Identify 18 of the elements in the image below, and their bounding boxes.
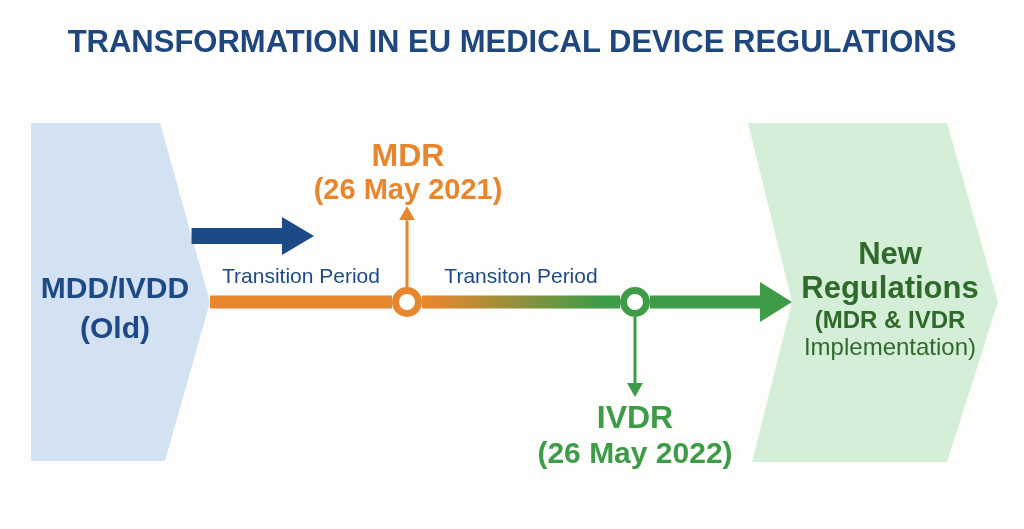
- milestone-title: IVDR: [596, 399, 674, 436]
- milestone-date: (26 May 2022): [537, 435, 733, 471]
- milestone-circle: [620, 287, 650, 317]
- connector-line: [210, 295, 392, 309]
- chevron-shape: [31, 123, 211, 461]
- stage-title: New Regulations: [800, 237, 980, 306]
- stage-label: MDD/IVDD (Old): [39, 270, 191, 346]
- stage-subtitle: (MDR & IVDR Implementation): [802, 305, 978, 361]
- milestone-date: (26 May 2021): [313, 174, 503, 207]
- milestone-title: MDR: [371, 136, 445, 175]
- chevron-shape: [748, 123, 999, 462]
- arrow: [191, 217, 314, 255]
- arrow: [627, 317, 643, 397]
- connector-line: [422, 295, 620, 309]
- milestone-circle: [392, 287, 422, 317]
- diagram-title: TRANSFORMATION IN EU MEDICAL DEVICE REGULATIONS: [67, 23, 957, 61]
- arrow: [399, 206, 415, 287]
- arrow: [650, 282, 792, 322]
